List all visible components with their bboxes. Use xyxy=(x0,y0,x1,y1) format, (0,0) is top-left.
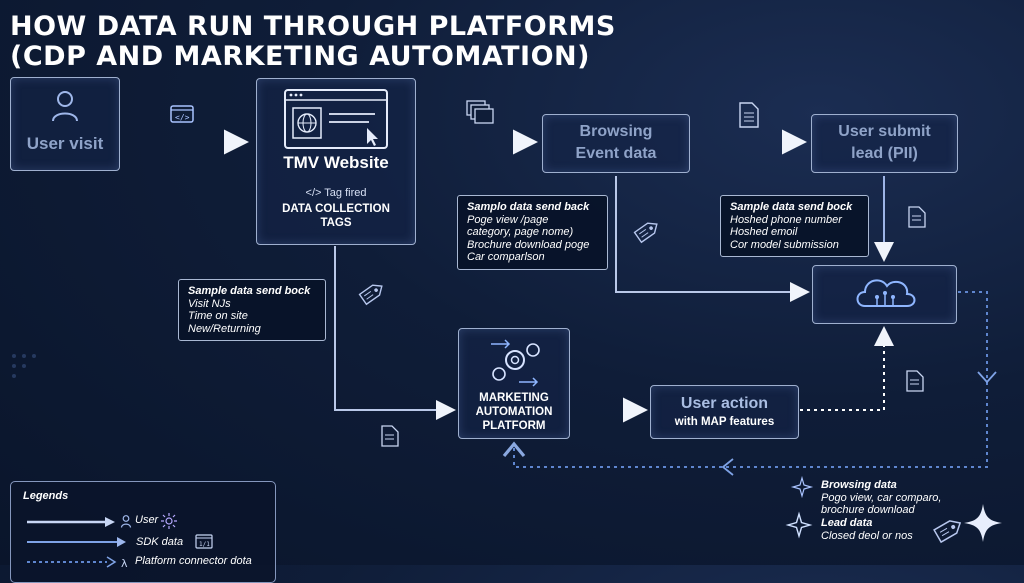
lead-data-title: Lead data xyxy=(821,517,873,529)
map-line-1: MARKETING xyxy=(479,392,549,404)
map-line-3: PLATFORM xyxy=(482,420,546,432)
tag-icon xyxy=(932,515,964,550)
loop-chevron-left xyxy=(721,458,734,476)
legend-user-arrow xyxy=(27,517,115,527)
legend-sdk-arrow xyxy=(27,537,126,547)
flow-connectors xyxy=(12,129,997,476)
legend-title: Legends xyxy=(23,490,69,502)
user-icon xyxy=(120,515,132,533)
data-tags-line-2: TAGS xyxy=(320,217,352,229)
website-label: TMV Website xyxy=(283,153,389,172)
user-action-node: User action with MAP features xyxy=(650,385,799,439)
browser-globe-icon xyxy=(283,88,389,157)
sdk-window-icon: 1/1 xyxy=(195,534,213,554)
user-action-line-1: User action xyxy=(680,395,769,412)
website-node: TMV Website </> Tag fired DATA COLLECTIO… xyxy=(256,78,416,245)
svg-text:λ: λ xyxy=(121,557,128,570)
svg-text:1/1: 1/1 xyxy=(199,541,210,548)
legend-panel: Legends User SDK data 1/1 λ Platform con… xyxy=(10,481,276,583)
legend-connector-arrow xyxy=(27,556,117,568)
note-lead-item: Cor model submission xyxy=(730,238,839,251)
browsing-event-node: Browsing Event data xyxy=(542,114,690,173)
tag-icon xyxy=(357,278,387,313)
connector-icon: λ xyxy=(121,556,131,574)
legend-sdk-label: SDK data xyxy=(136,536,184,548)
note-browsing-sample: Samplo data send back Poge view /page ca… xyxy=(457,195,608,270)
stacked-windows-icon xyxy=(466,100,496,131)
cdp-node xyxy=(812,265,957,324)
note-visit-item: New/Returning xyxy=(188,322,261,335)
browsing-line-1: Browsing xyxy=(579,123,653,140)
user-action-line-2: with MAP features xyxy=(674,416,775,428)
decor-dots xyxy=(12,354,36,378)
svg-text:</>: </> xyxy=(175,113,190,122)
user-visit-node: User visit xyxy=(10,77,120,171)
note-browsing-item: Poge view /page xyxy=(467,213,549,226)
sparkle-icon xyxy=(785,511,813,541)
sparkle-icon xyxy=(790,475,814,501)
lead-data-line: Closed deol or nos xyxy=(821,529,913,542)
browsing-line-2: Event data xyxy=(575,145,657,162)
note-visit-sample: Sample data send bock Visit NJs Time on … xyxy=(178,279,326,341)
browsing-data-desc: Browsing data Pogo view, car comparo, br… xyxy=(821,479,941,517)
arrow-cdp-loop xyxy=(502,291,988,468)
title-line-2: (CDP AND MARKETING AUTOMATION) xyxy=(10,41,590,72)
submit-line-1: User submit xyxy=(838,123,931,140)
data-tags-line-1: DATA COLLECTION xyxy=(282,203,390,215)
lead-data-desc: Lead data Closed deol or nos xyxy=(821,517,913,542)
note-browsing-item: category, page nome) xyxy=(467,226,574,238)
submit-line-2: lead (PII) xyxy=(851,145,918,162)
tag-icon xyxy=(632,216,662,251)
title-line-1: HOW DATA RUN THROUGH PLATFORMS xyxy=(10,11,616,42)
user-icon xyxy=(51,90,79,127)
tag-fired-label: </> Tag fired xyxy=(305,187,367,199)
map-line-2: AUTOMATION xyxy=(475,406,553,418)
note-browsing-item: Car comparlson xyxy=(467,251,545,263)
document-icon xyxy=(908,206,926,233)
arrow-website-to-map xyxy=(334,246,456,420)
click-burst-icon xyxy=(160,512,178,535)
note-lead-item: Hoshed emoil xyxy=(730,226,798,238)
note-lead-title: Sample data send bock xyxy=(730,201,853,213)
note-lead-sample: Sample data send bock Hoshed phone numbe… xyxy=(720,195,869,257)
code-window-icon: </> xyxy=(170,105,194,128)
document-icon xyxy=(739,102,759,133)
note-browsing-item: Brochure download poge xyxy=(467,238,590,251)
browsing-data-line-2: brochure download xyxy=(821,504,915,516)
note-lead-item: Hoshed phone number xyxy=(730,213,842,226)
map-node: MARKETING AUTOMATION PLATFORM xyxy=(458,328,570,439)
arrow-browsing-to-cdp xyxy=(615,176,810,302)
gears-icon xyxy=(485,334,545,395)
document-icon xyxy=(381,425,399,452)
loop-chevron-down xyxy=(977,371,997,384)
sparkle-icon xyxy=(964,504,1002,547)
user-visit-label: User visit xyxy=(26,134,104,153)
browsing-data-title: Browsing data xyxy=(821,479,897,491)
user-submit-node: User submit lead (PII) xyxy=(811,114,958,173)
note-visit-title: Sample data send bock xyxy=(188,285,311,297)
note-visit-item: Time on site xyxy=(188,310,248,322)
document-icon xyxy=(906,370,924,397)
arrow-action-to-cdp xyxy=(800,326,894,411)
legend-user-label: User xyxy=(135,514,159,526)
note-visit-item: Visit NJs xyxy=(188,297,231,310)
legend-connector-label: Platform connector dota xyxy=(135,555,252,567)
browsing-data-line-1: Pogo view, car comparo, xyxy=(821,491,942,504)
page-title: HOW DATA RUN THROUGH PLATFORMS (CDP AND … xyxy=(10,12,616,72)
note-browsing-title: Samplo data send back xyxy=(467,201,590,213)
cloud-network-icon xyxy=(851,272,919,323)
